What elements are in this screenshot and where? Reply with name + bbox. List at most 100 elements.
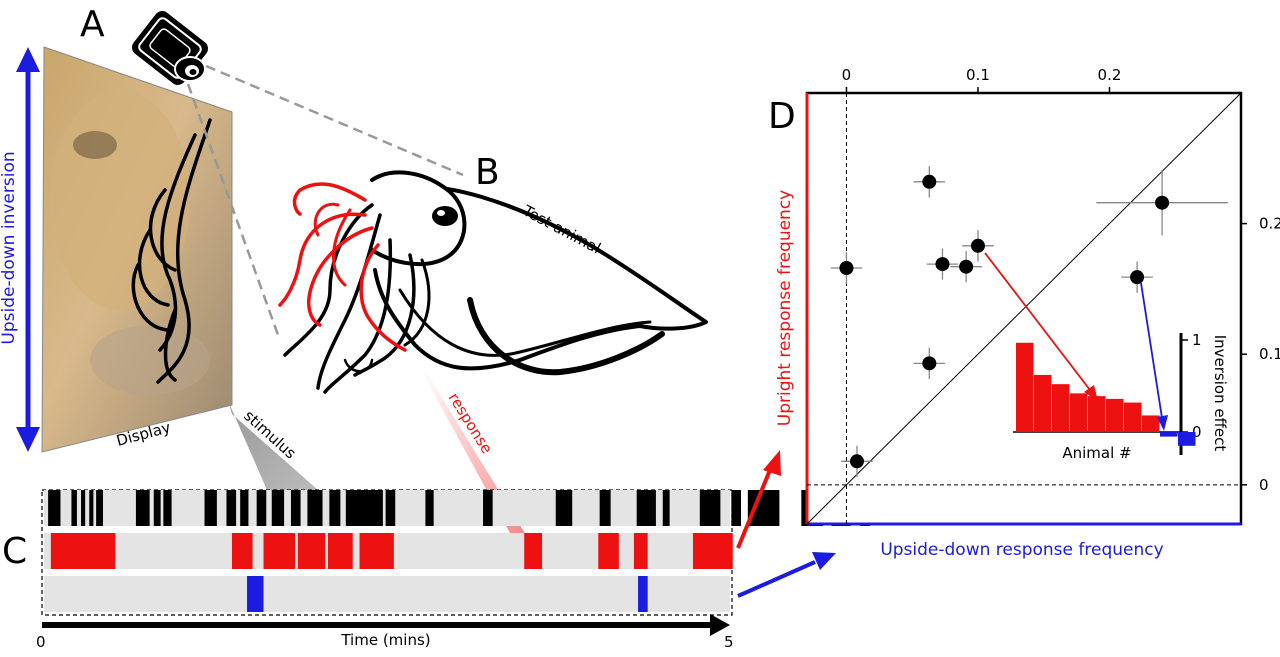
data-point [830, 252, 863, 284]
upright-response-bout [297, 533, 326, 569]
reference-lines [806, 92, 1242, 525]
inverted-connector-arrow [737, 552, 836, 598]
data-marker [849, 454, 864, 469]
data-marker [1155, 195, 1170, 210]
stimulus-wedge [229, 403, 318, 490]
inverted-response-bout [247, 576, 264, 612]
timeline-panel: 0 5 Time (mins) [36, 489, 870, 651]
stimulus-bout [345, 490, 383, 526]
inset-bar [1070, 393, 1088, 432]
inset-bar [1142, 415, 1160, 432]
stimulus-bout [555, 490, 573, 526]
x-tick-label: 0 [842, 66, 852, 84]
stimulus-bout [163, 490, 172, 526]
inset-tick-label: 0 [1192, 423, 1202, 441]
upright-response-bout [633, 533, 648, 569]
data-point [926, 248, 959, 280]
upright-response-bout [692, 533, 733, 569]
inverted-response-bout [638, 576, 648, 612]
inset-bar [1088, 396, 1106, 432]
upright-connector-arrow [736, 450, 781, 549]
inset-x-label: Animal # [1062, 444, 1131, 462]
scatter-y-label: Upright response frequency [775, 190, 795, 426]
panel-label-b: B [475, 152, 500, 193]
inset-bar [1034, 374, 1052, 432]
stimulus-bout [240, 490, 249, 526]
upright-response-bouts [50, 533, 733, 569]
data-point [913, 347, 946, 380]
stimulus-bout [307, 490, 323, 526]
data-marker [839, 261, 854, 276]
stimulus-bout [48, 490, 61, 526]
data-marker [970, 238, 985, 253]
inverted-track [44, 576, 730, 612]
inset-y-label: Inversion effect [1211, 335, 1229, 452]
camera-sightlines [186, 64, 464, 336]
display-screen [41, 46, 233, 453]
x-tick-label: 0.1 [966, 66, 990, 84]
inverted-highlight-arrow [1140, 282, 1168, 431]
inset-bar [1016, 342, 1034, 432]
stimulus-bout [271, 490, 285, 526]
inset-bar [1160, 432, 1178, 437]
inverted-response-bouts [247, 576, 648, 612]
inversion-arrow [16, 47, 40, 452]
stimulus-bout [425, 490, 434, 526]
data-points [830, 166, 1228, 477]
data-point [950, 251, 982, 283]
stimulus-bout [731, 490, 741, 526]
axis-ticks: 0 0.1 0.2 0 0.1 0.2 [842, 66, 1280, 494]
y-tick-label: 0 [1259, 476, 1269, 494]
panel-label-a: A [80, 4, 105, 45]
stimulus-bout [599, 490, 611, 526]
stimulus-bout [89, 490, 94, 526]
upright-response-bout [263, 533, 296, 569]
stimulus-bout [662, 490, 670, 526]
data-marker [959, 259, 974, 274]
stimulus-arms-drawing [131, 118, 212, 384]
upright-response-bout [50, 533, 116, 569]
panel-label-c: C [2, 531, 27, 572]
cuttlefish-drawing [278, 170, 708, 394]
stimulus-bout [81, 490, 86, 526]
data-point [1096, 170, 1228, 236]
stimulus-bout [636, 490, 656, 526]
upright-response-bout [598, 533, 619, 569]
camera-icon [132, 11, 208, 85]
inset-bar [1052, 384, 1070, 432]
x-tick-label: 0.2 [1098, 66, 1122, 84]
data-point [962, 230, 994, 262]
y-tick-label: 0.2 [1259, 215, 1280, 233]
stimulus-bout [96, 490, 103, 526]
stimulus-bout [385, 490, 396, 526]
stimulus-bout [153, 490, 161, 526]
stimulus-bout [204, 490, 217, 526]
time-tick-end: 5 [724, 633, 734, 651]
stimulus-bout [256, 490, 267, 526]
time-tick-start: 0 [36, 633, 46, 651]
data-marker [922, 174, 937, 189]
stimulus-bout [329, 490, 341, 526]
inset-bar [1178, 432, 1196, 446]
stimulus-bout [290, 490, 301, 526]
data-point [913, 166, 946, 198]
inset-bar-chart: 01 [1013, 331, 1202, 455]
inset-tick-label: 1 [1192, 331, 1202, 349]
data-marker [935, 257, 950, 272]
identity-line [806, 92, 1242, 525]
inversion-axis-label: Upside-down inversion [0, 151, 19, 344]
panel-label-d: D [768, 96, 796, 137]
y-tick-label: 0.1 [1259, 345, 1280, 363]
time-axis-arrowhead [710, 614, 730, 636]
stimulus-bout [135, 490, 150, 526]
stimulus-bout [226, 490, 237, 526]
upright-response-bout [231, 533, 253, 569]
upright-response-bout [524, 533, 543, 569]
stimulus-bout [483, 490, 493, 526]
time-axis-label: Time (mins) [340, 631, 430, 649]
stimulus-bout [699, 490, 721, 526]
scatter-x-label: Upside-down response frequency [880, 540, 1163, 560]
data-marker [1130, 270, 1145, 285]
